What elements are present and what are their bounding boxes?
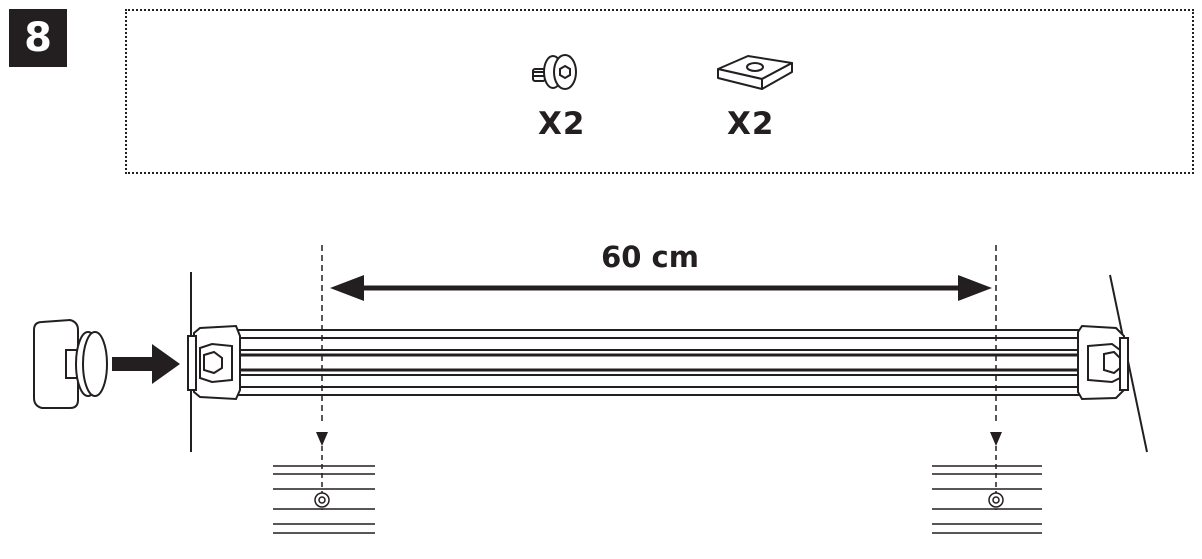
dimension-arrow	[330, 275, 992, 301]
stopper-part	[33, 318, 108, 409]
rail	[200, 329, 1115, 396]
guide-lines	[321, 245, 997, 425]
square-nut-quantity: X2	[727, 106, 775, 142]
guide-arrows	[316, 432, 1002, 510]
screw-quantity: X2	[538, 106, 586, 142]
screw-icon	[532, 54, 577, 90]
square-nut-icon	[717, 55, 793, 90]
insert-arrow	[112, 344, 180, 384]
parts-list-box	[125, 9, 1194, 174]
right-mount-detail	[932, 465, 1042, 534]
dimension-label: 60 cm	[601, 240, 699, 274]
left-mount-detail	[273, 465, 375, 534]
rail-left-end-cap	[187, 324, 241, 401]
step-number-badge: 8	[9, 9, 67, 67]
rail-right-end-cap	[1077, 324, 1129, 401]
